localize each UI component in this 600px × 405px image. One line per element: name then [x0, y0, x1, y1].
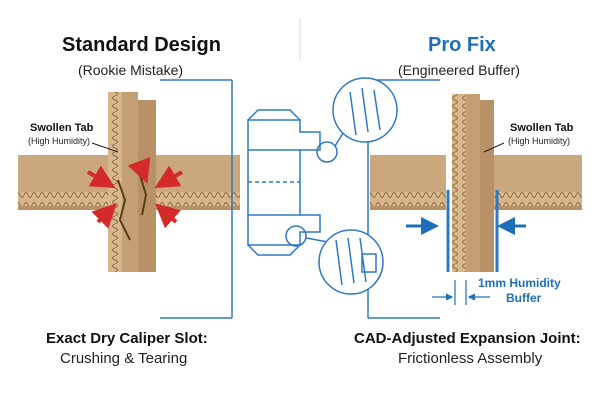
right-vertical-tab: [448, 94, 497, 272]
left-tab-sublabel: (High Humidity): [28, 136, 90, 146]
left-tab-label: Swollen Tab: [30, 122, 93, 134]
buffer-label-line2: Buffer: [506, 291, 541, 305]
right-caption-title: CAD-Adjusted Expansion Joint:: [354, 330, 581, 347]
right-title: Pro Fix: [428, 34, 496, 57]
left-caption-title: Exact Dry Caliper Slot:: [46, 330, 208, 347]
right-subtitle: (Engineered Buffer): [398, 62, 520, 78]
left-subtitle: (Rookie Mistake): [78, 62, 183, 78]
left-caption-text: Crushing & Tearing: [60, 350, 187, 367]
right-caption-text: Frictionless Assembly: [398, 350, 542, 367]
right-tab-label: Swollen Tab: [510, 122, 573, 134]
left-vertical-tab: [108, 92, 156, 272]
right-tab-sublabel: (High Humidity): [508, 136, 570, 146]
zoom-circle-icon: [317, 142, 337, 162]
zoom-circle-icon: [286, 226, 306, 246]
left-title: Standard Design: [62, 34, 221, 57]
buffer-label-line1: 1mm Humidity: [478, 276, 561, 290]
